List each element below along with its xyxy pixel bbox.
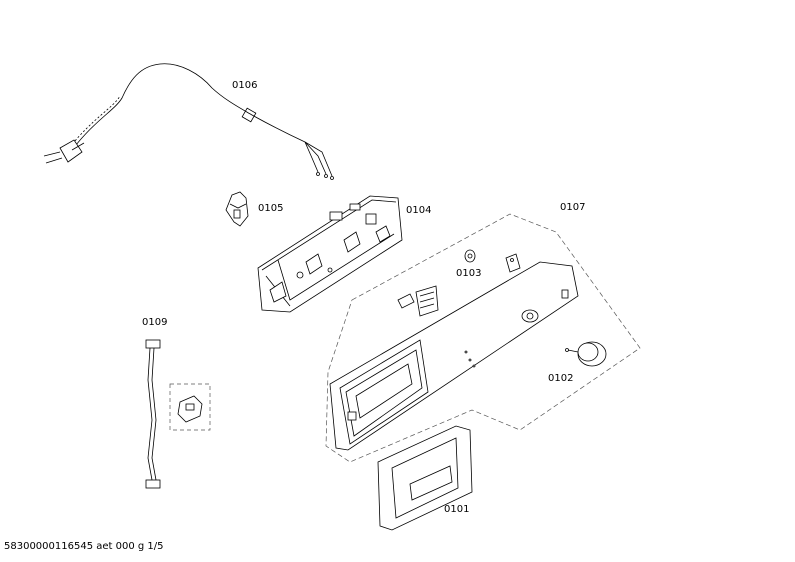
power-cord-part	[69, 63, 334, 180]
panel-assembly-outline	[325, 213, 641, 463]
label-0106: 0106	[232, 80, 257, 91]
connector-part	[225, 191, 249, 227]
label-0103: 0103	[456, 268, 481, 279]
drawer-handle-part	[377, 425, 473, 531]
label-0107: 0107	[560, 202, 585, 213]
label-0109: 0109	[142, 317, 167, 328]
knob-part	[565, 341, 607, 367]
switch-part	[397, 285, 439, 317]
plug-part	[43, 139, 85, 164]
control-module-part	[257, 195, 403, 313]
connector-detail-box	[169, 383, 211, 431]
indicator-light-part	[464, 249, 521, 273]
label-0104: 0104	[406, 205, 431, 216]
label-0102: 0102	[548, 373, 573, 384]
label-0105: 0105	[258, 203, 283, 214]
label-0101: 0101	[444, 504, 469, 515]
control-panel-part	[329, 261, 579, 451]
document-footer: 58300000116545 aet 000 g 1/5	[4, 541, 164, 552]
wire-harness-part	[145, 339, 161, 489]
